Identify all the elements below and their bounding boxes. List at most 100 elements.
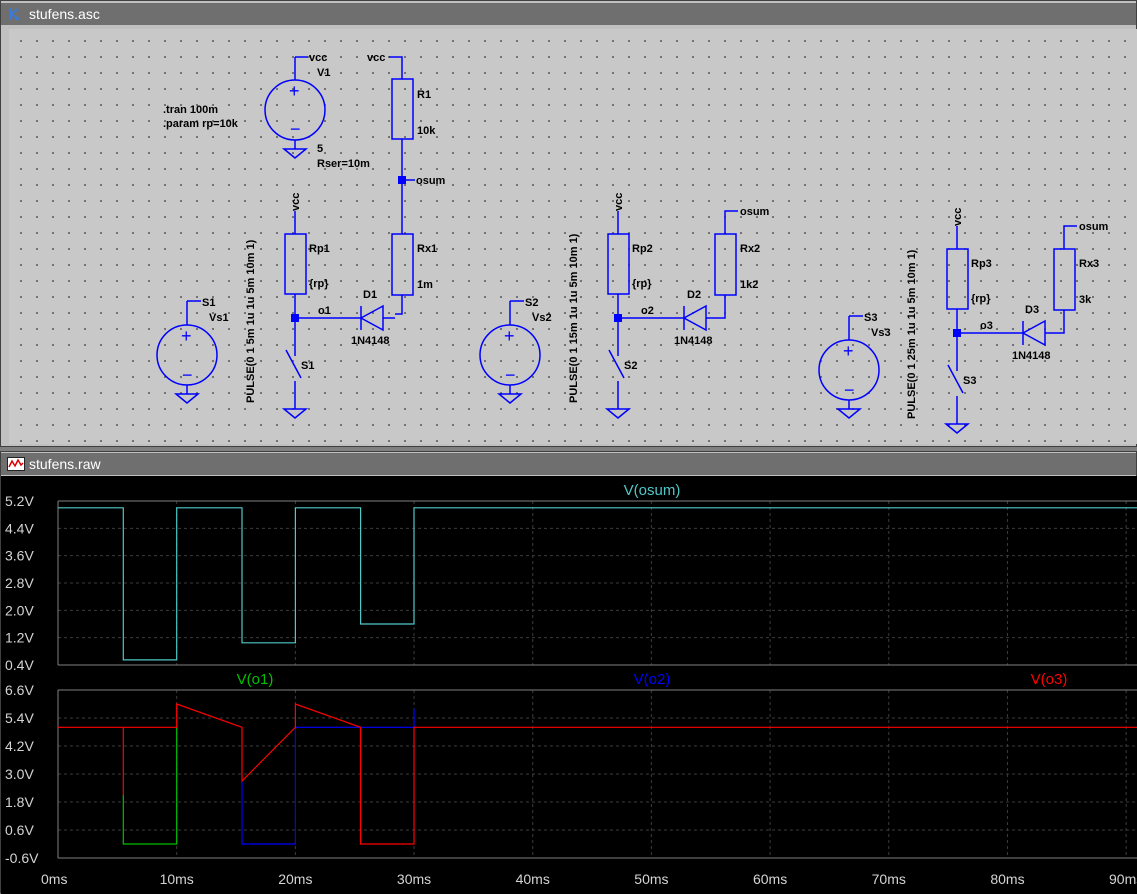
rx1-resistor[interactable] [391,233,414,296]
rp1-net-label: vcc [290,193,302,211]
series-line-vo3[interactable] [58,703,1137,845]
rp3-resistor[interactable] [946,226,1012,361]
rx2-resistor[interactable] [714,233,737,296]
y-tick-label: 2.0V [5,602,34,618]
y-tick-label: 0.6V [5,822,34,838]
vs3-name: Vs3 [871,327,891,339]
waveform-title: stufens.raw [29,456,101,472]
v1-rser: Rser=10m [317,158,370,170]
vs1-name: Vs1 [209,312,229,324]
ground-icon [604,408,632,419]
y-tick-label: 2.8V [5,575,34,591]
vs2-net-label: S2 [525,297,538,309]
series-line-vo1[interactable] [122,727,178,845]
d1-diode[interactable] [350,304,395,332]
rx2-value: 1k2 [740,279,758,291]
schematic-titlebar[interactable]: stufens.asc [1,3,1136,25]
vs1-source[interactable]: + − [156,300,218,404]
rp2-name: Rp2 [632,243,653,255]
rx2-name: Rx2 [740,243,760,255]
y-tick-label: 1.8V [5,794,34,810]
vs1-pulse[interactable]: PULSE(0 1 5m 1u 1u 5m 10m 1) [245,239,257,403]
o1-junction[interactable] [291,314,299,322]
rx3-value: 3k [1079,294,1092,306]
rp1-resistor[interactable] [284,211,350,346]
schematic-file-icon [7,6,25,22]
vs2-source[interactable]: + − [479,300,541,404]
series-line-vo2[interactable] [241,708,415,845]
stage-2: + − S2 Vs2 PULSE(0 1 15m 1u 1u 5m 10m 1)… [479,193,770,419]
s3-switch[interactable] [943,361,971,434]
y-tick-label: 5.2V [5,493,34,509]
schematic-window: stufens.asc .tran 100m .param rp=10k + −… [0,0,1137,447]
s1-switch[interactable] [281,346,309,419]
s2-switch[interactable] [604,346,632,419]
rp1-name: Rp1 [309,243,330,255]
svg-text:+: + [289,81,300,101]
waveform-plots[interactable]: 5.2V4.4V3.6V2.8V2.0V1.2V0.4VV(osum)6.6V5… [1,476,1137,894]
v1-name: V1 [317,67,330,79]
plot-pane-2[interactable]: 6.6V5.4V4.2V3.0V1.8V0.6V-0.6VV(o1)V(o2)V… [5,671,1137,887]
d1-name: D1 [363,289,377,301]
osum-junction[interactable] [398,176,406,184]
rp2-net-label: vcc [613,193,625,211]
svg-text:−: − [505,365,516,385]
param-directive[interactable]: .param rp=10k [163,118,239,130]
series-line-vosum[interactable] [58,507,1137,661]
legend-vo3[interactable]: V(o3) [1031,671,1068,688]
r1-name: R1 [417,89,431,101]
x-tick-label: 40ms [516,871,550,887]
y-tick-label: -0.6V [5,850,39,866]
waveform-titlebar[interactable]: stufens.raw [1,453,1136,475]
v1-value: 5 [317,143,323,155]
plot-pane-1[interactable]: 5.2V4.4V3.6V2.8V2.0V1.2V0.4VV(osum) [5,482,1137,673]
osum-label: osum [416,175,446,187]
s1-name: S1 [301,360,314,372]
vs3-source[interactable]: + − [818,315,880,419]
ground-icon [943,423,971,434]
rp2-value: {rp} [632,278,652,290]
x-tick-label: 60ms [753,871,787,887]
x-tick-label: 90ms [1109,871,1137,887]
rp3-value: {rp} [971,293,991,305]
rx1-name: Rx1 [417,243,437,255]
rx3-resistor[interactable] [1053,248,1076,311]
legend-vosum[interactable]: V(osum) [624,482,681,499]
ground-icon [281,408,309,419]
o3-junction[interactable] [953,329,961,337]
rp2-resistor[interactable] [607,211,673,346]
r1-resistor[interactable] [389,56,414,315]
vs2-name: Vs2 [532,312,552,324]
rx3-net-label: osum [1079,221,1109,233]
vs1-net-label: S1 [202,297,215,309]
svg-text:−: − [290,119,301,139]
y-tick-label: 0.4V [5,657,34,673]
o3-label: o3 [980,320,993,332]
o2-junction[interactable] [614,314,622,322]
schematic-canvas[interactable]: .tran 100m .param rp=10k + − vcc V1 5 Rs… [9,29,1137,444]
vs2-pulse[interactable]: PULSE(0 1 15m 1u 1u 5m 10m 1) [568,233,580,403]
v1-net-label: vcc [309,52,327,64]
legend-vo2[interactable]: V(o2) [634,671,671,688]
x-tick-label: 80ms [990,871,1024,887]
x-tick-label: 20ms [278,871,312,887]
y-tick-label: 6.6V [5,682,34,698]
x-tick-label: 10ms [160,871,194,887]
ground-icon [281,148,309,159]
stage-1: + − S1 Vs1 PULSE(0 1 5m 1u 1u 5m 10m 1) … [156,193,437,419]
ground-icon [173,393,201,404]
tran-directive[interactable]: .tran 100m [163,104,218,116]
legend-vo1[interactable]: V(o1) [237,671,274,688]
vs3-pulse[interactable]: PULSE(0 1 25m 1u 1u 5m 10m 1) [906,249,918,419]
r1-value: 10k [417,125,436,137]
y-tick-label: 1.2V [5,630,34,646]
v1-source[interactable]: + − [264,56,326,159]
x-tick-label: 70ms [872,871,906,887]
o1-label: o1 [318,305,331,317]
d2-name: D2 [687,289,701,301]
d2-diode[interactable] [673,210,738,332]
d3-diode[interactable] [1012,225,1077,347]
y-tick-label: 4.4V [5,520,34,536]
